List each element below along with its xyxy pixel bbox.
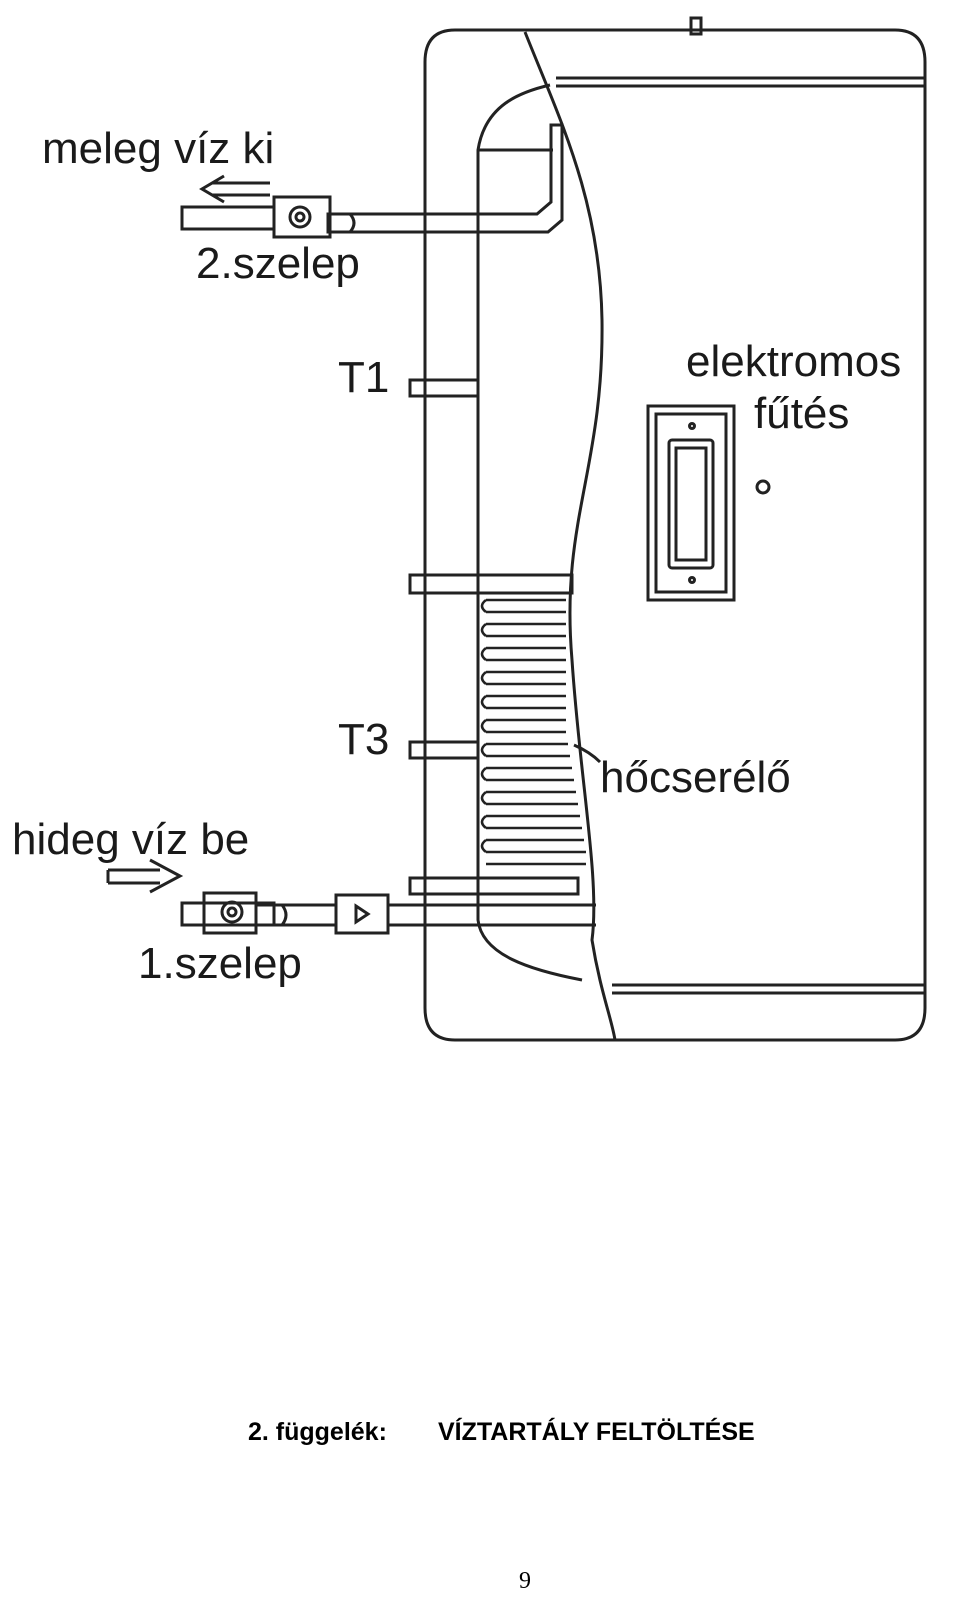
exchanger-top-bracket	[408, 573, 574, 595]
electric-heating-label-2: fűtés	[754, 389, 849, 438]
valve2-joint	[348, 213, 356, 233]
exchanger-leader	[573, 743, 602, 764]
valve1-knob	[220, 900, 244, 924]
t3-label: T3	[338, 715, 389, 764]
top-nozzle	[689, 16, 703, 36]
valve1-body	[202, 891, 258, 935]
heater-screw-bottom	[688, 576, 696, 584]
page-number: 9	[519, 1568, 531, 1594]
hot-water-pipe	[326, 123, 564, 234]
valve2-knob	[288, 205, 312, 229]
cold-water-in-label: hideg víz be	[12, 815, 249, 864]
electric-heating-label-1: elektromos	[686, 337, 901, 386]
valve1-label: 1.szelep	[138, 939, 302, 988]
cold-in-arrow	[106, 858, 184, 894]
heater-indicator	[755, 479, 771, 495]
heat-exchanger-coil	[480, 598, 586, 866]
heater-panel-mid	[654, 412, 728, 594]
valve2-knob-inner	[294, 211, 306, 223]
water-tank-diagram: meleg víz ki 2.szelep T1 elektromos fűté…	[12, 16, 927, 1042]
caption-prefix: 2. függelék:	[248, 1418, 387, 1446]
inner-vessel	[476, 83, 583, 982]
hot-water-out-label: meleg víz ki	[42, 124, 274, 173]
heater-element-inner	[674, 446, 708, 562]
heater-panel-outer	[646, 404, 736, 602]
exchanger-bottom-bracket	[408, 876, 580, 896]
t1-label: T1	[338, 353, 389, 402]
heater-element-outer	[667, 438, 715, 570]
cutaway-curve	[523, 31, 617, 1041]
heat-exchanger-label: hőcserélő	[600, 753, 791, 802]
valve1-knob-inner	[226, 906, 238, 918]
hot-pipe-stub	[180, 205, 276, 231]
t3-pocket	[408, 740, 480, 760]
heater-screw-top	[688, 422, 696, 430]
check-valve-symbol	[354, 903, 371, 925]
hot-out-arrow	[199, 174, 270, 204]
check-valve-body	[334, 893, 390, 935]
valve2-body	[272, 195, 332, 239]
tank-outer-shell	[423, 28, 927, 1042]
caption-title: VÍZTARTÁLY FELTÖLTÉSE	[438, 1418, 755, 1446]
valve2-label: 2.szelep	[196, 239, 360, 288]
t1-pocket	[408, 378, 480, 398]
valve1-joint	[280, 904, 288, 926]
